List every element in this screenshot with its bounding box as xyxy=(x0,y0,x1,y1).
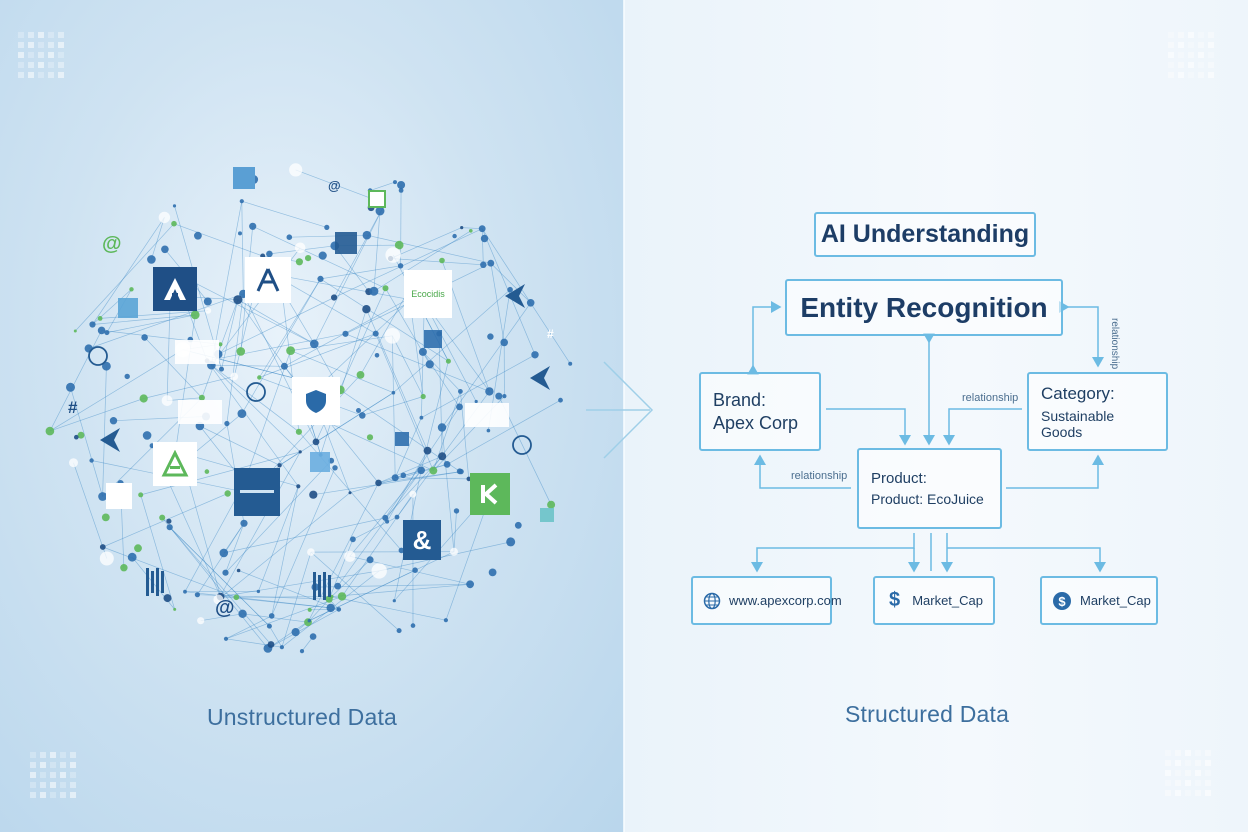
dot-grid xyxy=(30,752,76,798)
at-sign-icon: @ xyxy=(102,233,122,255)
website-text: www.apexcorp.com xyxy=(729,593,842,608)
dot-grid xyxy=(18,32,64,78)
website-leaf: www.apexcorp.com xyxy=(691,576,842,625)
ampersand-icon: & xyxy=(412,524,432,555)
dark-banner-tile xyxy=(234,468,280,516)
banner-text-icon xyxy=(240,490,274,493)
category-title: Category: xyxy=(1041,383,1115,403)
market-cap-leaf: $ Market_Cap xyxy=(873,576,995,625)
globe-icon xyxy=(703,591,721,611)
product-node: Product: Product: EcoJuice xyxy=(857,448,1002,529)
category-value: Sustainable Goods xyxy=(1041,407,1115,440)
relationship-label: relationship xyxy=(962,392,1019,404)
brand-logo-tile-light xyxy=(245,257,291,303)
ai-understanding-box: AI Understanding xyxy=(814,212,1036,257)
product-title: Product: xyxy=(871,470,927,487)
green-a-logo-tile xyxy=(153,442,197,486)
k-logo-icon xyxy=(481,483,498,505)
dollar-icon: $ xyxy=(889,589,901,611)
ampersand-logo-tile: & xyxy=(403,520,441,560)
market-cap-text: Market_Cap xyxy=(912,593,983,608)
e-letter-icon xyxy=(106,483,132,509)
market-cap-text-2: Market_Cap xyxy=(1080,593,1151,608)
green-k-logo-tile xyxy=(470,473,510,515)
ecocidis-label: Ecocidis xyxy=(411,288,445,299)
relationship-label-vertical: relationship xyxy=(1109,318,1120,370)
shield-icon xyxy=(306,390,326,413)
brand-logo-tile-dark xyxy=(153,267,197,311)
product-value: Product: EcoJuice xyxy=(871,491,984,507)
hash-icon: # xyxy=(68,398,78,417)
entity-recognition-box: Entity Recognition xyxy=(785,279,1063,336)
brand-node: Brand: Apex Corp xyxy=(699,372,821,451)
entity-recognition-label: Entity Recognition xyxy=(800,291,1048,323)
shield-logo-tile xyxy=(292,377,340,425)
structured-data-caption: Structured Data xyxy=(845,701,1010,727)
green-a-logo-icon xyxy=(161,450,189,477)
at-sign-icon: @ xyxy=(328,178,341,193)
at-sign-icon: @ xyxy=(215,597,235,619)
category-node: Category: Sustainable Goods xyxy=(1027,372,1168,451)
blue-square-tile xyxy=(233,167,255,189)
ai-understanding-label: AI Understanding xyxy=(820,220,1030,248)
relationship-label: relationship xyxy=(791,470,848,482)
network-shapes xyxy=(88,232,554,600)
unstructured-data-caption: Unstructured Data xyxy=(207,704,398,730)
brand-title: Brand: xyxy=(713,389,767,410)
green-flag-tile xyxy=(368,190,386,208)
brand-value: Apex Corp xyxy=(713,412,799,433)
market-cap-leaf-2: $ Market_Cap xyxy=(1040,576,1158,625)
a-logo-icon xyxy=(164,278,186,300)
ecocidis-logo-tile: Ecocidis xyxy=(404,270,452,318)
hash-icon: # xyxy=(547,327,554,341)
svg-text:$: $ xyxy=(1058,594,1066,609)
dollar-circle-icon: $ xyxy=(1052,591,1072,611)
a-outline-logo-icon xyxy=(256,268,280,292)
dot-grid xyxy=(1165,750,1211,796)
dot-grid xyxy=(1168,32,1214,78)
